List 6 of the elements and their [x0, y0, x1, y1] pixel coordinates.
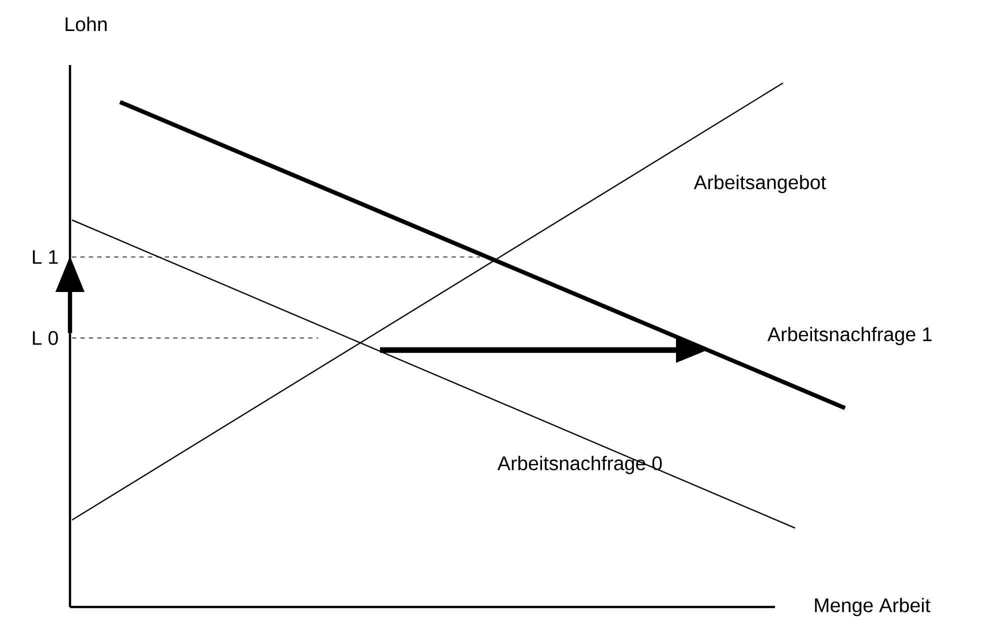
tick-label: L 0: [32, 331, 58, 345]
curve-label: Arbeitsnachfrage 1: [767, 326, 932, 346]
curve-label: Arbeitsangebot: [694, 174, 826, 194]
axis-label: Menge Arbeit: [815, 598, 930, 616]
tick-label: L 1: [32, 250, 58, 264]
axis-label: Lohn: [66, 16, 107, 32]
